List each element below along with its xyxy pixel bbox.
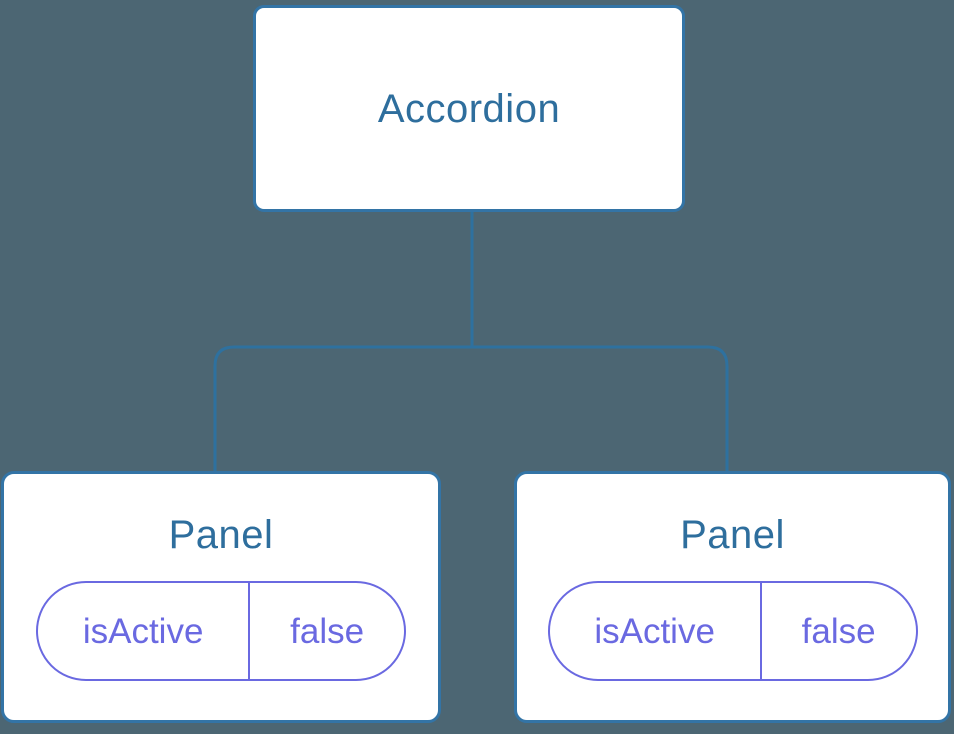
node-panel-left: Panel isActive false [1, 471, 441, 723]
prop-pill-isactive: isActive false [547, 581, 918, 681]
prop-pill-isactive: isActive false [36, 581, 406, 681]
node-panel-left-label: Panel [168, 513, 274, 557]
node-accordion-label: Accordion [377, 86, 561, 131]
node-accordion: Accordion [253, 5, 685, 212]
node-panel-right-label: Panel [680, 513, 785, 557]
prop-value: false [290, 611, 365, 651]
prop-name: isActive [550, 583, 762, 679]
prop-value: false [801, 611, 876, 651]
prop-name: isActive [38, 583, 251, 679]
node-panel-right: Panel isActive false [514, 471, 951, 723]
